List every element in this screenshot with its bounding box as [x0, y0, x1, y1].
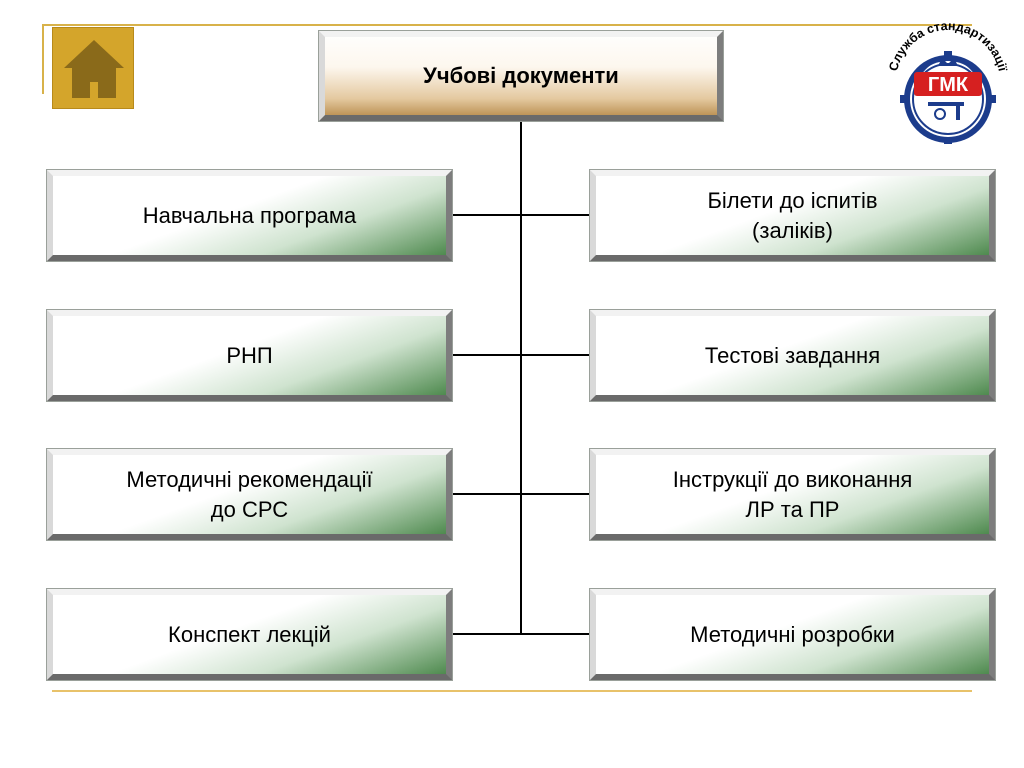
- gmk-logo: Служба стандартизації ГМК: [886, 19, 1010, 144]
- top-frame-line: [42, 24, 972, 26]
- node-label: Тестові завдання: [704, 342, 881, 368]
- node-label: РНП: [226, 342, 273, 368]
- node-label: Методичні розробки: [690, 621, 895, 647]
- node-left-1: Навчальна програма: [46, 169, 453, 262]
- node-label: Конспект лекцій: [168, 621, 331, 647]
- node-label: Інструкції до виконання ЛР та ПР: [672, 466, 913, 522]
- bottom-divider: [52, 690, 972, 692]
- left-frame-line: [42, 24, 44, 94]
- node-left-3: Методичні рекомендації до СРС: [46, 448, 453, 541]
- home-icon: [64, 40, 124, 98]
- node-left-4: Конспект лекцій: [46, 588, 453, 681]
- connector-row-4: [452, 633, 590, 635]
- logo-abbreviation: ГМК: [928, 74, 969, 96]
- connector-row-1: [452, 214, 590, 216]
- trunk-connector: [520, 122, 522, 635]
- node-label: Білети до іспитів (заліків): [707, 187, 878, 243]
- title-label: Учбові документи: [423, 63, 619, 88]
- connector-row-2: [452, 354, 590, 356]
- title-box: Учбові документи: [318, 30, 724, 122]
- node-label: Методичні рекомендації до СРС: [126, 466, 373, 522]
- node-right-3: Інструкції до виконання ЛР та ПР: [589, 448, 996, 541]
- node-left-2: РНП: [46, 309, 453, 402]
- node-right-4: Методичні розробки: [589, 588, 996, 681]
- home-button[interactable]: [52, 27, 134, 109]
- node-right-1: Білети до іспитів (заліків): [589, 169, 996, 262]
- node-label: Навчальна програма: [142, 202, 357, 228]
- node-right-2: Тестові завдання: [589, 309, 996, 402]
- connector-row-3: [452, 493, 590, 495]
